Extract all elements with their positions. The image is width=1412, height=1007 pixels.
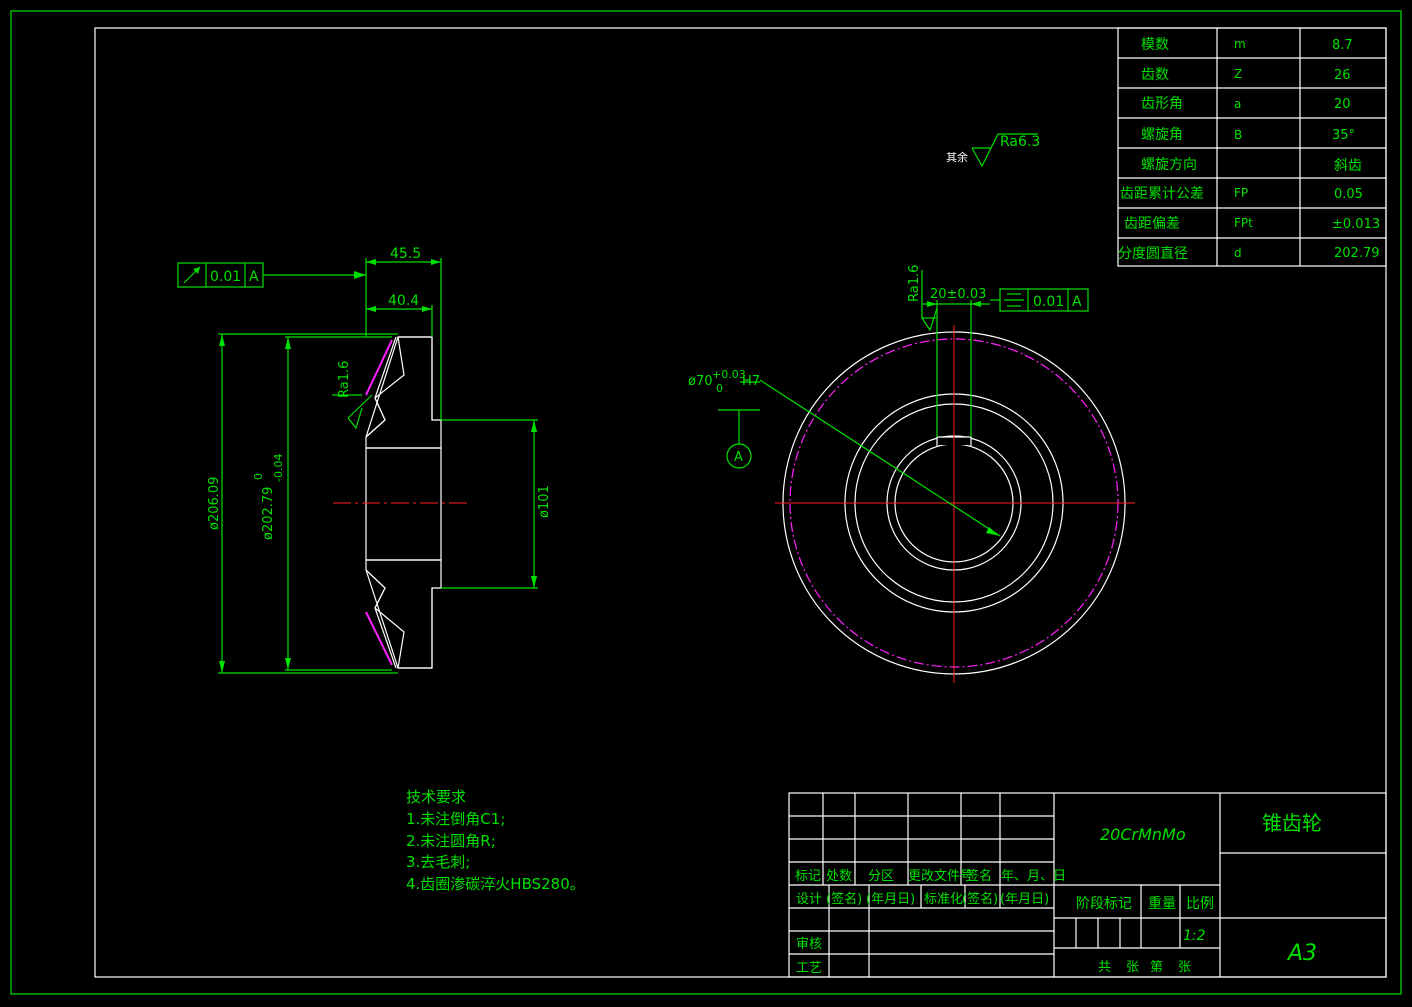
part-name: 锥齿轮 xyxy=(1262,811,1322,835)
bore-lower: 0 xyxy=(716,382,723,395)
header-zone: 分区 xyxy=(868,869,894,884)
header-date: 年、月、日 xyxy=(1001,869,1066,884)
runout-tolerance: 0.01 xyxy=(210,269,241,285)
right-front-view: 20±0.03 0.01 A Ra1.6 ø70 +0.03 0 H7 A xyxy=(688,265,1135,683)
param-symbol: a xyxy=(1234,97,1241,111)
tech-req-item: 3.去毛刺; xyxy=(406,853,470,871)
roughness-right: Ra1.6 xyxy=(907,265,922,302)
dim-404: 40.4 xyxy=(388,293,419,309)
review-label: 审核 xyxy=(796,937,822,952)
design-date: (年月日) xyxy=(866,892,915,907)
bore-diameter: ø70 xyxy=(688,374,713,389)
param-symbol: B xyxy=(1234,128,1242,142)
ratio-label: 比例 xyxy=(1186,896,1214,912)
param-name: 螺旋方向 xyxy=(1141,157,1197,173)
param-value: 0.05 xyxy=(1334,187,1363,202)
stage-label: 阶段标记 xyxy=(1076,896,1132,912)
dia-pitch-lower: -0.04 xyxy=(272,454,285,482)
nth-label: 第 xyxy=(1150,960,1163,975)
param-value: 202.79 xyxy=(1334,246,1380,261)
bore-fit: H7 xyxy=(742,374,760,389)
standard-sign: (签名) xyxy=(962,891,998,907)
param-symbol: Z xyxy=(1234,67,1242,81)
param-value: 20 xyxy=(1334,97,1351,112)
header-sign: 签名 xyxy=(966,868,992,884)
param-name: 齿距偏差 xyxy=(1124,216,1180,232)
param-symbol: FP xyxy=(1234,186,1248,200)
param-value: ±0.013 xyxy=(1332,217,1380,232)
param-symbol: d xyxy=(1234,246,1242,260)
roughness-other: 其余 Ra6.3 xyxy=(946,133,1040,168)
roughness-other-value: Ra6.3 xyxy=(1000,134,1040,150)
param-name: 模数 xyxy=(1141,37,1169,53)
header-doc: 更改文件号 xyxy=(908,869,973,884)
standard-label: 标准化 xyxy=(924,892,963,907)
technical-requirements: 技术要求 1.未注倒角C1; 2.未注圆角R; 3.去毛刺; 4.齿圈渗碳淬火H… xyxy=(406,788,585,893)
dia-outer: ø206.09 xyxy=(207,477,222,530)
outer-frame xyxy=(10,10,1402,995)
process-label: 工艺 xyxy=(796,961,822,976)
param-name: 分度圆直径 xyxy=(1118,245,1188,262)
param-symbol: FPt xyxy=(1234,216,1253,230)
material: 20CrMnMo xyxy=(1100,825,1186,844)
tech-req-title: 技术要求 xyxy=(406,788,466,806)
param-name: 齿距累计公差 xyxy=(1120,186,1204,202)
param-name: 齿形角 xyxy=(1141,96,1183,112)
tech-req-item: 1.未注倒角C1; xyxy=(406,810,505,828)
dim-455: 45.5 xyxy=(390,246,421,262)
header-count: 处数 xyxy=(826,869,852,884)
datum-label: A xyxy=(734,450,743,465)
key-width: 20±0.03 xyxy=(930,287,986,302)
symmetry-tolerance: 0.01 xyxy=(1033,294,1064,310)
sheet-size: A3 xyxy=(1286,941,1317,966)
tech-req-item: 2.未注圆角R; xyxy=(406,832,496,850)
roughness-left: Ra1.6 xyxy=(337,361,352,398)
param-value: 8.7 xyxy=(1332,38,1353,53)
total-label: 共 xyxy=(1098,960,1111,975)
title-block: 20CrMnMo 锥齿轮 A3 1:2 标记 处数 分区 更改文件号 签名 年、… xyxy=(788,792,1387,978)
weight-label: 重量 xyxy=(1148,896,1176,912)
inner-frame xyxy=(94,27,1387,978)
scale: 1:2 xyxy=(1183,928,1206,944)
param-value: 斜齿 xyxy=(1334,158,1362,174)
runout-datum: A xyxy=(249,269,259,285)
dia-pitch: ø202.79 xyxy=(261,487,276,540)
sheet2-label: 张 xyxy=(1178,960,1191,975)
parameter-table: 模数 m 8.7 齿数 Z 26 齿形角 a 20 螺旋角 B 35° 螺旋方向… xyxy=(1117,27,1387,267)
design-sign: (签名) xyxy=(826,891,862,907)
param-value: 35° xyxy=(1332,128,1355,143)
dia-pitch-upper: 0 xyxy=(252,473,265,480)
param-symbol: m xyxy=(1234,37,1246,51)
roughness-other-label: 其余 xyxy=(946,150,968,164)
header-mark: 标记 xyxy=(795,869,821,884)
param-name: 齿数 xyxy=(1141,67,1169,83)
bore-upper: +0.03 xyxy=(712,368,746,381)
dia-hub: ø101 xyxy=(537,485,552,518)
param-value: 26 xyxy=(1334,68,1351,83)
left-section-view: 45.5 40.4 0.01 A Ra1.6 ø206.09 xyxy=(177,246,552,674)
tech-req-item: 4.齿圈渗碳淬火HBS280。 xyxy=(406,875,585,893)
sheet-label: 张 xyxy=(1126,960,1139,975)
param-name: 螺旋角 xyxy=(1141,127,1183,143)
design-label: 设计 xyxy=(796,892,822,907)
symmetry-datum: A xyxy=(1072,294,1082,310)
standard-date: (年月日) xyxy=(1000,892,1049,907)
